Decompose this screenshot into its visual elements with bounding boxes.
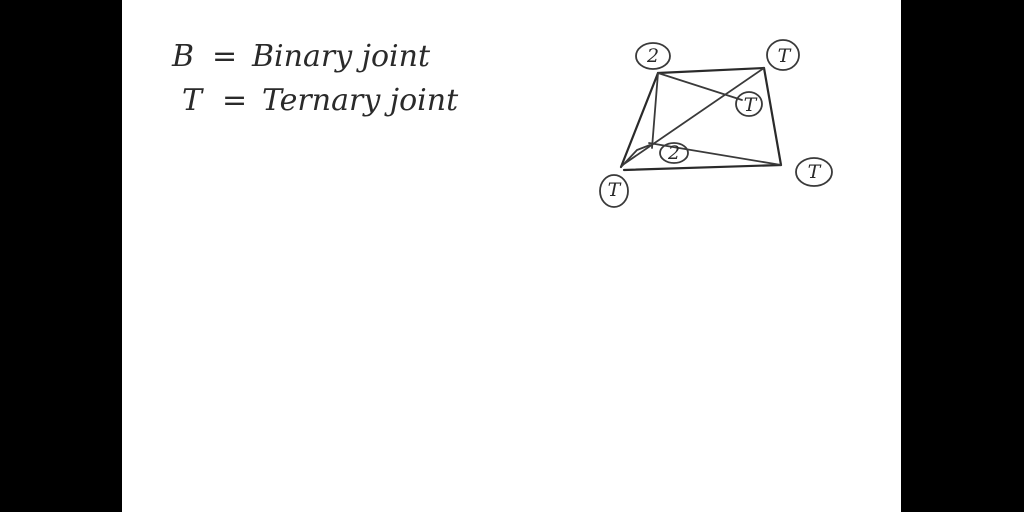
joint-circle bbox=[599, 174, 629, 208]
link-diagonal-top-left-to-center-right bbox=[657, 72, 743, 101]
link-left bbox=[619, 71, 660, 169]
link-vertical-left bbox=[651, 72, 659, 149]
joint-top-right: T bbox=[766, 39, 800, 71]
joint-bottom-left: T bbox=[599, 174, 629, 208]
legend-binary-equals: = bbox=[212, 39, 237, 74]
joint-label: T bbox=[808, 161, 822, 183]
joint-label: T bbox=[778, 45, 792, 67]
joint-bottom-right: T bbox=[795, 157, 833, 187]
legend-binary-symbol: B bbox=[171, 39, 194, 74]
legend-ternary-equals: = bbox=[222, 83, 247, 118]
joint-center-right: T bbox=[735, 91, 763, 117]
joint-label: T bbox=[608, 179, 622, 201]
joint-label: 2 bbox=[667, 142, 680, 164]
joint-label: 2 bbox=[646, 45, 659, 67]
link-top bbox=[656, 66, 766, 75]
link-bottom bbox=[622, 163, 783, 172]
joint-circle bbox=[795, 157, 833, 187]
joint-center: 2 bbox=[659, 142, 689, 164]
legend-ternary-symbol: T bbox=[182, 83, 204, 118]
joint-label: T bbox=[744, 94, 758, 116]
joint-top-left: 2 bbox=[635, 42, 671, 70]
joint-circle bbox=[659, 142, 689, 164]
link-bottom-left-kink bbox=[621, 144, 651, 167]
legend-binary-row: B = Binary joint bbox=[171, 39, 431, 74]
legend-binary-text: Binary joint bbox=[251, 39, 431, 74]
joint-circle bbox=[635, 42, 671, 70]
whiteboard: B = Binary joint T = Ternary joint bbox=[122, 0, 901, 512]
joint-circle bbox=[735, 91, 763, 117]
link-right bbox=[762, 66, 783, 167]
link-center-to-bottom-right bbox=[648, 142, 782, 166]
legend-ternary-row: T = Ternary joint bbox=[182, 83, 459, 118]
linkage-diagram: 2 T T 2 T T bbox=[599, 39, 833, 208]
link-diagonal-top-right-to-bottom-left bbox=[623, 67, 765, 165]
handwritten-canvas: B = Binary joint T = Ternary joint bbox=[171, 39, 833, 208]
legend-ternary-text: Ternary joint bbox=[262, 83, 459, 118]
joint-circle bbox=[766, 39, 800, 71]
